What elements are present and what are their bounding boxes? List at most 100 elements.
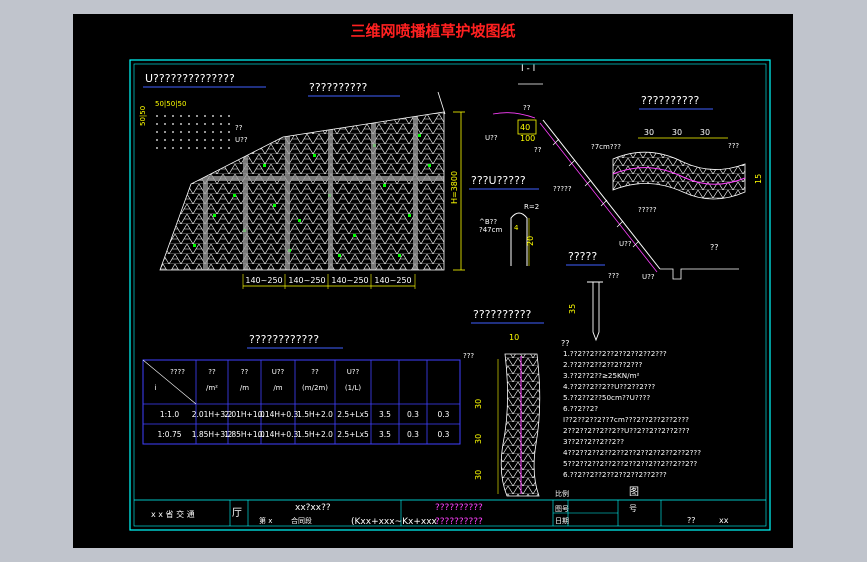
section-label-b2: ????? — [553, 185, 572, 193]
grass-dot-grid — [156, 115, 230, 149]
note-line: 6.??2??2? — [563, 404, 598, 413]
section-label-c: ????? — [638, 206, 657, 214]
section-label-u3: U?? — [642, 273, 655, 281]
tb-sheet: 图号 — [555, 505, 569, 513]
section-top-curve — [492, 112, 536, 119]
section-label-u: U?? — [485, 134, 498, 142]
tb-date: 日期 — [555, 517, 569, 525]
table-cell: 3.5 — [379, 410, 391, 419]
detail-dim-30c: 30 — [474, 470, 483, 480]
tb-stakes: (Kxx+xxx~Kx+xxx — [351, 517, 438, 527]
table-cell: 1.85H+1.0 — [224, 430, 265, 439]
spike-view-title: ????? — [568, 250, 597, 263]
notes-list: 1.??2??2??2??2??2??2??2??? 2.??2??2??2??2… — [563, 349, 701, 479]
frame-beams — [160, 112, 444, 270]
table-cell: 2.01H+3.2 — [192, 410, 233, 419]
detail-label: ??? — [463, 352, 474, 360]
mesh-dim-15: 15 — [754, 174, 763, 184]
detail-dim-30b: 30 — [474, 434, 483, 444]
slope-mesh-area — [160, 112, 444, 270]
tb-hall: 厅 — [232, 508, 242, 519]
table-cell: 2.5+Lx5 — [337, 430, 369, 439]
bottom-dim-1: 140~250 — [245, 276, 282, 285]
section-label-u2: U?? — [619, 240, 632, 248]
tb-fig: 图 — [629, 486, 639, 498]
drawing-title: 三维网喷播植草护坡图纸 — [350, 22, 515, 40]
table-header-unit: (1/L) — [345, 384, 361, 392]
elevation-title: U?????????????? — [145, 72, 235, 85]
table-header-cell: ?? — [311, 368, 319, 376]
tb-ratio: 比例 — [555, 489, 569, 498]
section-mesh-line — [539, 122, 658, 273]
table-cell: 1.5H+2.0 — [297, 410, 333, 419]
slope-top-tick — [437, 91, 446, 115]
bottom-dim-3: 140~250 — [331, 276, 368, 285]
note-line: 3??2??2??2??2?? — [563, 437, 624, 446]
table-cell: 1:0.75 — [158, 430, 182, 439]
outer-border — [129, 59, 771, 531]
nail-label-2: ?47cm — [479, 226, 502, 234]
table-header-unit: /m² — [206, 384, 218, 392]
tb-drawing-title-2: ?????????? — [435, 517, 483, 527]
note-line: 2??2??2??2??2??U??2??2??2??2??? — [563, 426, 690, 435]
table-title: ???????????? — [249, 333, 319, 346]
tb-no-label: ?? — [687, 516, 696, 525]
note-line: 4.??2??2??2??U??2??2??? — [563, 382, 655, 391]
table-cell: 0.14H+0.3 — [258, 430, 299, 439]
section-label-b1: ?? — [534, 146, 542, 154]
slope-outline — [159, 111, 445, 271]
table-cell: 3.5 — [379, 430, 391, 439]
detail-dim-10: 10 — [509, 333, 519, 342]
section-label-top: ?? — [523, 104, 531, 112]
table-header-cell: U?? — [272, 368, 285, 376]
spike-dim-35: 35 — [568, 304, 577, 314]
mesh-label: ??? — [728, 142, 739, 150]
table-header-unit: (m/2m) — [302, 384, 328, 392]
spike-shape — [587, 281, 603, 342]
nail-dim-4: 4 — [514, 224, 519, 232]
table-cell: 1.85H+3.2 — [192, 430, 233, 439]
table-header-unit: /m — [273, 384, 282, 392]
detail-mesh-strip — [500, 353, 541, 497]
notes-header: ?? — [561, 339, 570, 348]
table-cell: 2.5+Lx5 — [337, 410, 369, 419]
mesh-view-title: ?????????? — [641, 94, 700, 107]
note-line: 3.??2??2??≥25KN/m² — [563, 371, 640, 380]
table-header-cell: U?? — [347, 368, 360, 376]
nail-label-1: ^B?? — [479, 218, 497, 226]
inner-border — [133, 63, 767, 527]
spike-label: ??? — [608, 272, 619, 280]
section-ditch — [660, 268, 739, 280]
dim-top: 50|50|50 — [155, 100, 186, 108]
mesh-dim-30a: 30 — [644, 128, 654, 137]
note-line: 5.??2??2??50cm??U???? — [563, 393, 650, 402]
elevation-label-b: U?? — [235, 136, 248, 144]
note-line: 2.??2??2??2??2??2??? — [563, 360, 643, 369]
u-nail-shape — [510, 212, 528, 266]
tb-agency: x x 省 交 通 — [151, 509, 195, 519]
note-line: 1.??2??2??2??2??2??2??2??? — [563, 349, 667, 358]
table-cell: 2.01H+1.0 — [224, 410, 265, 419]
section-mark: I - I — [521, 64, 535, 74]
table-cell: 1:1.0 — [160, 410, 179, 419]
mesh-centerline — [612, 167, 746, 185]
detail-dim-30a: 30 — [474, 399, 483, 409]
mesh-dim-30c: 30 — [700, 128, 710, 137]
table-cell: 1.5H+2.0 — [297, 430, 333, 439]
height-dimension: H=3800 — [450, 171, 459, 204]
tb-part: 第 x — [259, 516, 272, 525]
nail-dim-20: 20 — [526, 236, 535, 246]
table-cell: 0.3 — [407, 410, 419, 419]
section-dim-40: 40 — [520, 123, 530, 132]
section-view-title: ?????????? — [309, 81, 368, 94]
tb-hao: 号 — [629, 504, 637, 513]
tb-project: xx?xx?? — [295, 503, 331, 513]
nail-view-title: ???U????? — [471, 174, 526, 187]
nail-radius: R=2 — [524, 203, 539, 211]
section-label-base: ?? — [710, 243, 719, 252]
bottom-dim-4: 140~250 — [374, 276, 411, 285]
table-cell: 0.3 — [438, 410, 450, 419]
quantity-table: ????i??/m²??/mU??/m??(m/2m)U??(1/L)1:1.0… — [142, 359, 461, 445]
drawing-canvas: 三维网喷播植草护坡图纸 U?????????????? 50|50|50 50|… — [73, 14, 793, 548]
table-header-cell: ???? — [170, 368, 185, 376]
